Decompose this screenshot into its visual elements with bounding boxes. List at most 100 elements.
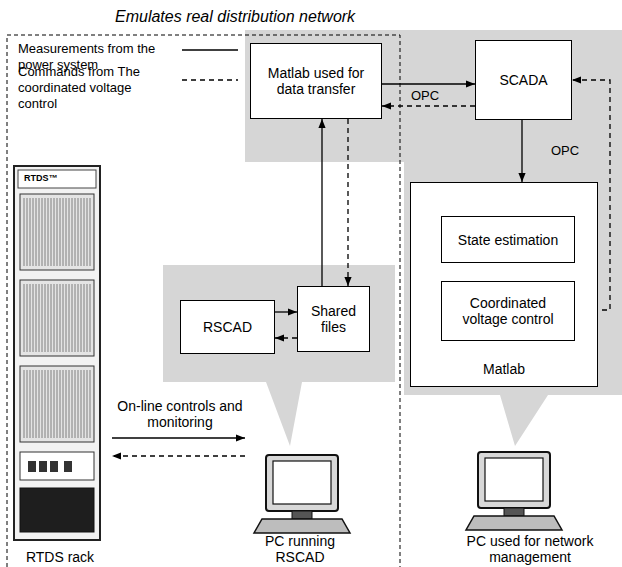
rack-card	[51, 284, 52, 352]
rack-card	[57, 370, 58, 438]
command-connector	[382, 105, 475, 106]
rack-card	[36, 284, 37, 352]
rack-card	[27, 284, 28, 352]
process-box: Coordinated voltage control	[441, 281, 575, 341]
node-text: PC used for network management	[440, 533, 620, 565]
rack-card	[87, 198, 88, 266]
rack-card	[69, 198, 70, 266]
rack-card	[36, 370, 37, 438]
diagram-title: Emulates real distribution network	[115, 7, 355, 26]
rack-display	[28, 461, 36, 472]
rack-card	[39, 284, 40, 352]
rack-cards	[24, 198, 90, 438]
rack-card	[24, 284, 25, 352]
rack-card	[78, 284, 79, 352]
rack-top	[18, 170, 96, 188]
hardware-node: RTDS rack	[8, 160, 112, 567]
pc-screen	[273, 461, 331, 504]
legend-line-sample	[182, 79, 238, 80]
rack-card	[69, 370, 70, 438]
rack-card	[48, 198, 49, 266]
rack-card	[45, 198, 46, 266]
node-text: State estimation	[458, 232, 558, 248]
rack-card	[84, 284, 85, 352]
connector-label: OPC	[411, 88, 439, 103]
pc-stand	[292, 511, 312, 519]
rack-card	[42, 284, 43, 352]
pc-screen	[485, 458, 543, 501]
computer-node: PC running RSCAD	[245, 430, 355, 567]
rack-card	[36, 198, 37, 266]
command-connector	[275, 337, 297, 338]
rack-card	[84, 370, 85, 438]
rack-display	[39, 461, 47, 472]
node-text: Matlab used for data transfer	[257, 65, 375, 97]
connector-label: On-line controls and monitoring	[116, 398, 244, 430]
rack-card	[90, 370, 91, 438]
rack-card	[66, 284, 67, 352]
process-box: Matlab used for data transfer	[250, 43, 382, 119]
rack-card	[51, 198, 52, 266]
rack-card	[81, 284, 82, 352]
rack-card	[39, 198, 40, 266]
rack-card	[84, 198, 85, 266]
process-box: SCADA	[475, 40, 572, 120]
measurement-connector	[521, 120, 522, 182]
rack-card	[48, 370, 49, 438]
pc-monitor	[266, 455, 338, 511]
rack-display	[50, 461, 58, 472]
rack-card	[90, 198, 91, 266]
process-box: Shared files	[297, 286, 370, 352]
rack-card	[42, 370, 43, 438]
rack-card	[60, 284, 61, 352]
rack-card	[30, 370, 31, 438]
rack-card	[57, 198, 58, 266]
node-text: Matlab	[411, 361, 597, 377]
measurement-connector	[275, 311, 297, 312]
rack-card	[69, 284, 70, 352]
node-text: Coordinated voltage control	[448, 295, 568, 327]
rack-card	[72, 370, 73, 438]
rack-card	[54, 284, 55, 352]
rack-card	[63, 284, 64, 352]
command-connector	[347, 119, 348, 286]
rack-chassis	[20, 280, 94, 356]
rack-card	[66, 370, 67, 438]
pc-keyboard	[466, 516, 562, 530]
rack-display	[64, 461, 72, 472]
rack-chassis	[20, 194, 94, 270]
pc-icon	[254, 455, 350, 533]
rack-card	[24, 198, 25, 266]
measurement-connector	[112, 437, 245, 438]
pc-stand	[504, 508, 524, 516]
legend-text: Commands from The coordinated voltage co…	[18, 64, 168, 112]
rack-card	[33, 198, 34, 266]
computer-node: PC used for network management	[440, 430, 620, 567]
node-text: PC running RSCAD	[245, 533, 355, 565]
rack-card	[60, 198, 61, 266]
rack-card	[24, 370, 25, 438]
rack-card	[48, 284, 49, 352]
rack-card	[42, 198, 43, 266]
rack-card	[90, 284, 91, 352]
command-connector	[112, 455, 245, 456]
rack-card	[33, 284, 34, 352]
rack-card	[39, 370, 40, 438]
rtds-rack	[14, 166, 100, 540]
node-text: RTDS rack	[8, 549, 112, 565]
rack-chassis	[20, 366, 94, 442]
rack-card	[57, 284, 58, 352]
connector-label: OPC	[551, 143, 579, 158]
region-outline	[7, 35, 400, 567]
brand-label: RTDS™	[24, 173, 58, 184]
rack-card	[63, 198, 64, 266]
rack-card	[27, 198, 28, 266]
rack-card	[75, 284, 76, 352]
pc-keyboard	[254, 519, 350, 533]
process-box: State estimation	[441, 216, 575, 263]
rack-card	[72, 284, 73, 352]
rack-card	[87, 370, 88, 438]
measurement-connector	[382, 83, 475, 84]
node-text: RSCAD	[203, 319, 252, 335]
